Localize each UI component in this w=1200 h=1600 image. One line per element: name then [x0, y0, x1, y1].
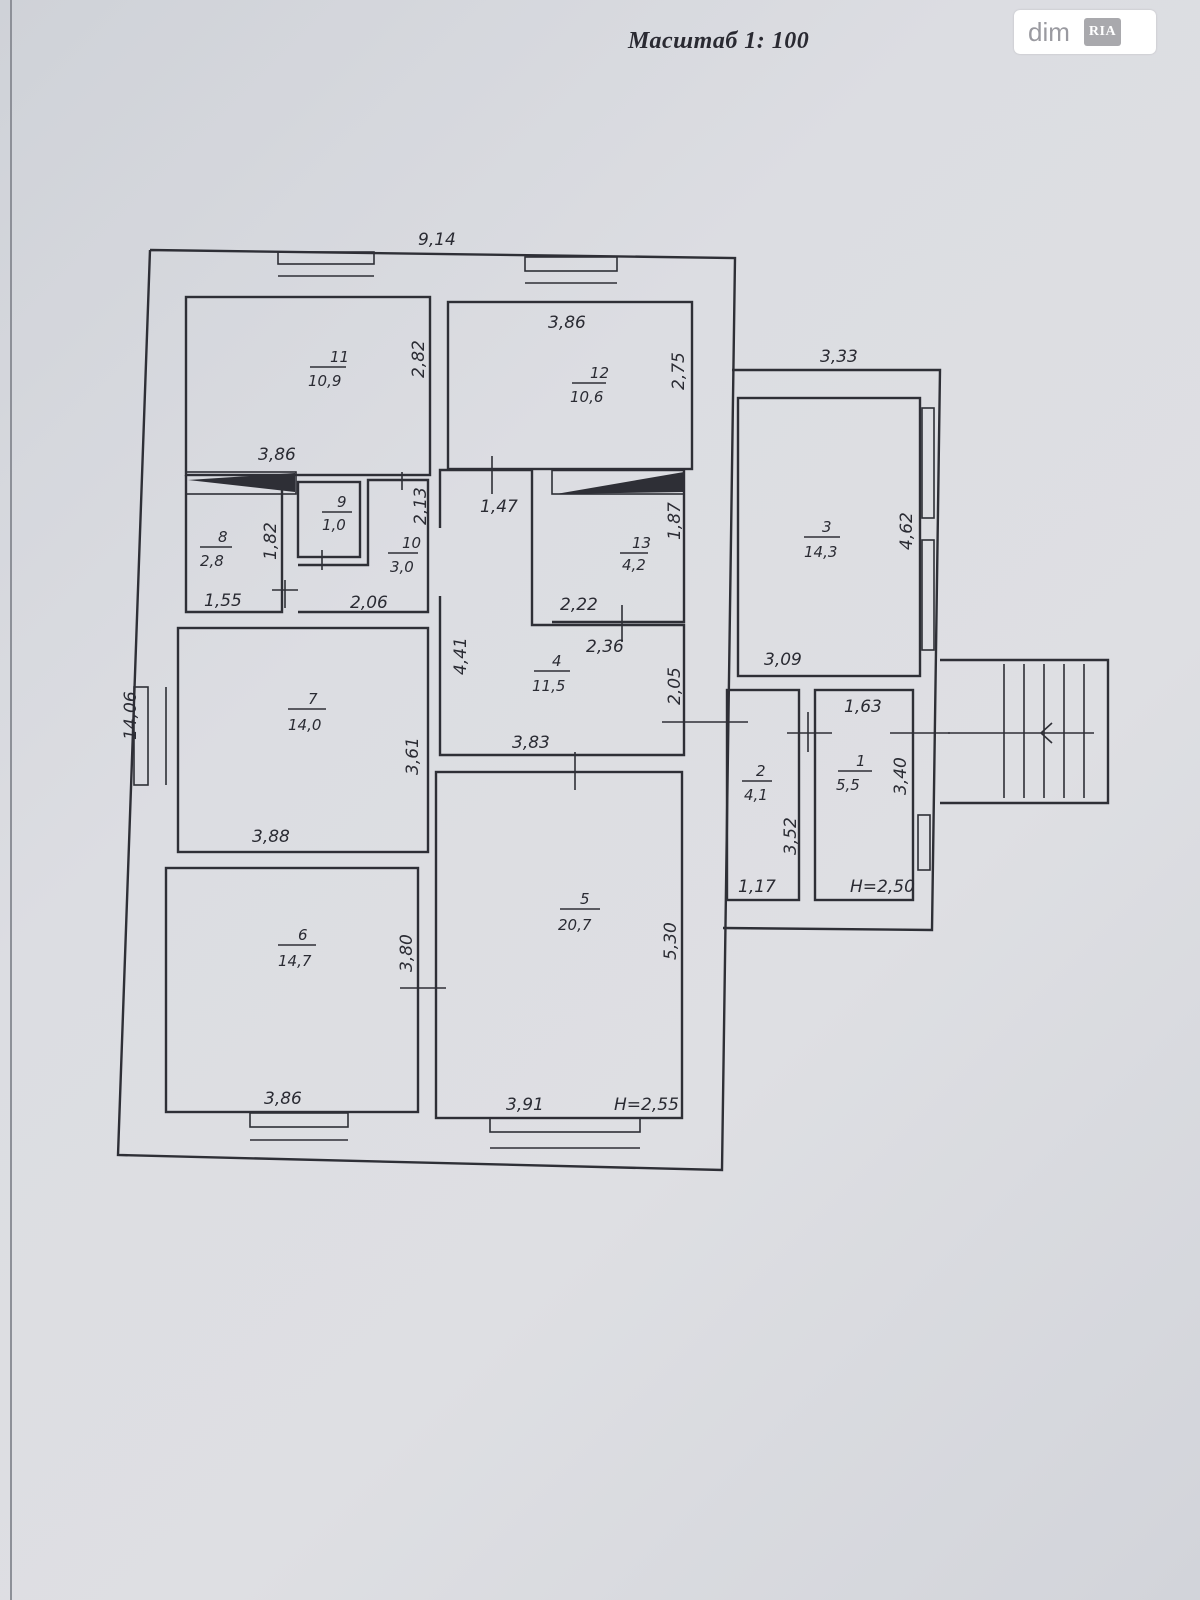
room-6-area: 14,7 — [278, 952, 312, 970]
room-1-outline — [813, 688, 915, 902]
dim-r2-height: 3,52 — [781, 817, 801, 855]
room-7-area: 14,0 — [288, 716, 321, 734]
room-5-area: 20,7 — [558, 916, 592, 934]
room-7-number: 7 — [308, 690, 318, 708]
dim-annex-width: 3,33 — [820, 347, 858, 367]
room-9-number: 9 — [337, 493, 347, 511]
room-9-outline — [296, 480, 362, 559]
room-3-area: 14,3 — [804, 543, 837, 561]
dim-r6-height: 3,80 — [397, 934, 417, 972]
dim-r1-width: 1,63 — [844, 697, 882, 717]
dim-r3-height: 4,62 — [897, 512, 917, 550]
height-main: H=2,55 — [614, 1095, 679, 1115]
room-6-outline — [164, 866, 420, 1114]
closet-wedge-left — [188, 473, 295, 492]
room-1-number: 1 — [856, 752, 866, 770]
room-4-number: 4 — [552, 652, 562, 670]
room-5-outline — [434, 770, 684, 1120]
room-2-outline — [725, 688, 801, 902]
dim-r8-width: 1,55 — [204, 591, 242, 611]
dim-r8-height: 1,82 — [261, 522, 281, 560]
room-2-area: 4,1 — [744, 786, 768, 804]
dim-r5-height: 5,30 — [661, 922, 681, 960]
room-7-outline — [176, 626, 430, 854]
room-12-area: 10,6 — [570, 388, 603, 406]
room-11-area: 10,9 — [308, 372, 341, 390]
room-10-outline — [298, 478, 430, 614]
room-3-outline — [736, 396, 922, 678]
dim-r6-width: 3,86 — [264, 1089, 302, 1109]
dim-r12-width: 3,86 — [548, 313, 586, 333]
room-13-area: 4,2 — [622, 556, 646, 574]
closet-frame-right — [551, 469, 685, 495]
room-5-number: 5 — [580, 890, 590, 908]
paper-edge — [10, 0, 12, 1600]
dim-r1-height: 3,40 — [891, 757, 911, 795]
room-4-outline — [438, 468, 686, 757]
room-8-area: 2,8 — [200, 552, 224, 570]
dim-r4-side: 4,41 — [451, 637, 471, 675]
dim-r13-width: 2,22 — [560, 595, 598, 615]
height-annex: H=2,50 — [850, 877, 915, 897]
room-11-number: 11 — [330, 348, 349, 366]
dim-r7-height: 3,61 — [403, 737, 423, 775]
dim-overall-depth: 14,06 — [121, 691, 141, 740]
logo-brand-left: dim — [1028, 16, 1070, 47]
dim-r4-right: 2,05 — [665, 667, 685, 705]
room-1-area: 5,5 — [836, 776, 860, 794]
dim-r4-bottom: 3,83 — [512, 733, 550, 753]
dim-r3-width: 3,09 — [764, 650, 802, 670]
windows — [133, 251, 935, 1149]
outer-wall — [116, 248, 737, 1172]
dimria-logo: dim RIA — [1014, 10, 1156, 54]
room-11-outline — [184, 295, 432, 477]
dim-r10-width: 2,06 — [350, 593, 388, 613]
dim-r4-step: 2,36 — [586, 637, 624, 657]
room-6-number: 6 — [298, 926, 308, 944]
room-9-area: 1,0 — [322, 516, 346, 534]
room-12-number: 12 — [590, 364, 609, 382]
dim-r4-top: 1,47 — [480, 497, 518, 517]
closet-frame-left — [185, 471, 297, 495]
room-13-number: 13 — [632, 534, 651, 552]
dim-overall-width: 9,14 — [418, 230, 456, 250]
dim-r10-height: 2,13 — [411, 487, 431, 525]
dim-r13-height: 1,87 — [665, 502, 685, 540]
room-3-number: 3 — [822, 518, 832, 536]
room-4-area: 11,5 — [532, 677, 565, 695]
room-10-area: 3,0 — [390, 558, 414, 576]
scale-title: Масштаб 1: 100 — [628, 28, 810, 54]
door-marks — [272, 456, 950, 989]
annex-outer-wall — [722, 368, 942, 932]
dim-r12-height: 2,75 — [669, 352, 689, 390]
dim-r7-width: 3,88 — [252, 827, 290, 847]
room-8-outline — [184, 475, 284, 614]
room-8-number: 8 — [218, 528, 228, 546]
dim-r2-width: 1,17 — [738, 877, 776, 897]
logo-brand-right: RIA — [1083, 18, 1122, 46]
dim-r11-height: 2,82 — [409, 340, 429, 378]
dim-r11-width: 3,86 — [258, 445, 296, 465]
porch-stairs — [940, 658, 1110, 805]
dim-r5-width: 3,91 — [506, 1095, 544, 1115]
room-10-number: 10 — [402, 534, 421, 552]
room-2-number: 2 — [756, 762, 766, 780]
closet-wedge-right — [556, 472, 684, 494]
